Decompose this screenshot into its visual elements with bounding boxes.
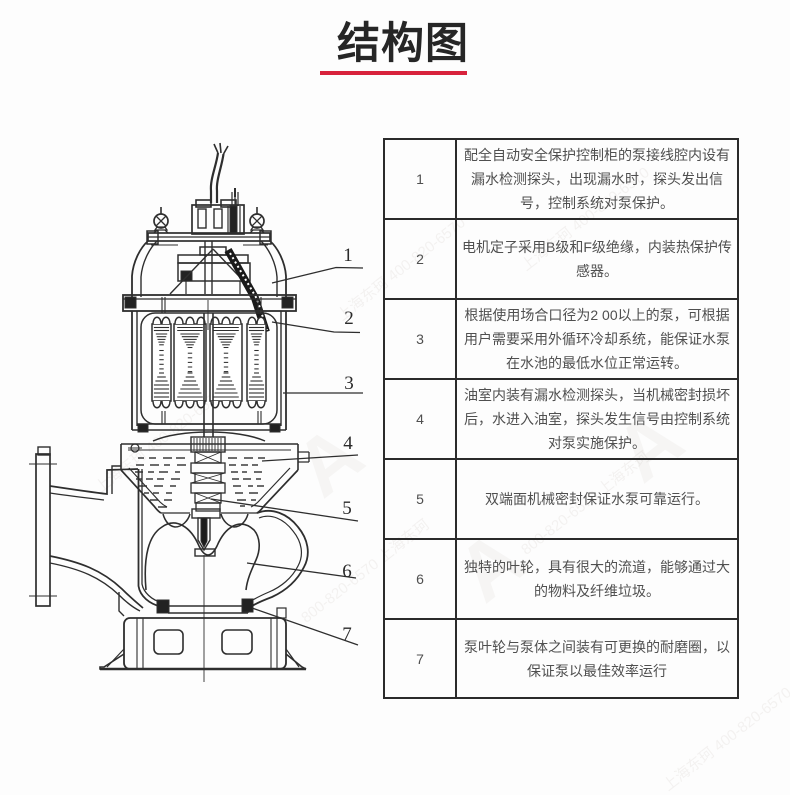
svg-text:1: 1 — [343, 245, 353, 266]
svg-text:5: 5 — [342, 498, 352, 519]
svg-text:2: 2 — [344, 308, 354, 329]
svg-text:6: 6 — [342, 561, 352, 582]
svg-text:7: 7 — [342, 624, 352, 645]
svg-text:3: 3 — [344, 373, 354, 394]
svg-text:4: 4 — [343, 433, 353, 454]
